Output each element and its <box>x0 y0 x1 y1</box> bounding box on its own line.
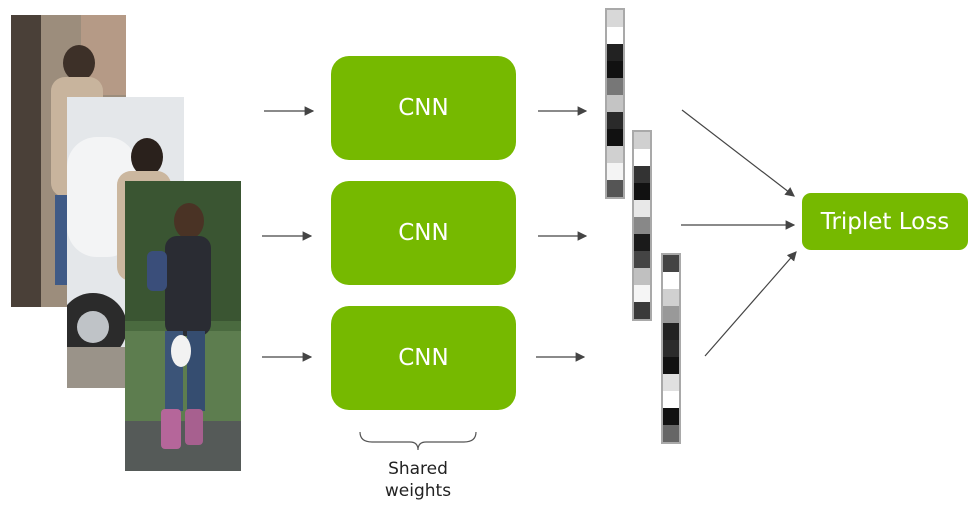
shared-weights-line-1: Shared <box>388 459 448 479</box>
embedding-cell <box>607 61 623 78</box>
embedding-cell <box>663 255 679 272</box>
embedding-cell <box>634 149 650 166</box>
shared-weights-line-2: weights <box>384 481 452 501</box>
triplet-loss-box: Triplet Loss <box>802 193 968 250</box>
embedding-cell <box>663 374 679 391</box>
embedding-cell <box>663 272 679 289</box>
cnn-block-2: CNN <box>331 181 516 285</box>
embedding-cell <box>663 306 679 323</box>
embedding-cell <box>634 166 650 183</box>
embedding-cell <box>607 10 623 27</box>
embedding-cell <box>607 129 623 146</box>
embedding-cell <box>634 234 650 251</box>
embedding-cell <box>634 217 650 234</box>
embedding-vector-2 <box>632 130 652 321</box>
embedding-cell <box>634 251 650 268</box>
embedding-cell <box>634 268 650 285</box>
embedding-cell <box>663 357 679 374</box>
embedding-cell <box>663 425 679 442</box>
embedding-cell <box>634 302 650 319</box>
embedding-cell <box>634 132 650 149</box>
embedding-cell <box>607 180 623 197</box>
embedding-cell <box>607 146 623 163</box>
embedding-cell <box>607 95 623 112</box>
embedding-cell <box>634 183 650 200</box>
embedding-cell <box>607 44 623 61</box>
embedding-vector-1 <box>605 8 625 199</box>
embedding-cell <box>663 289 679 306</box>
embedding-cell <box>607 112 623 129</box>
embedding-cell <box>663 391 679 408</box>
embedding-cell <box>607 78 623 95</box>
cnn-block-1: CNN <box>331 56 516 160</box>
embedding-cell <box>663 323 679 340</box>
arrow-to-loss-3 <box>704 251 797 357</box>
shared-weights-brace <box>359 431 477 451</box>
arrow-to-loss-1 <box>681 109 795 197</box>
embedding-cell <box>663 340 679 357</box>
cnn-block-3: CNN <box>331 306 516 410</box>
embedding-vector-3 <box>661 253 681 444</box>
embedding-cell <box>607 27 623 44</box>
embedding-cell <box>634 200 650 217</box>
embedding-cell <box>663 408 679 425</box>
embedding-cell <box>634 285 650 302</box>
input-photo-negative <box>125 181 241 471</box>
shared-weights-label: Shared weights <box>360 458 476 502</box>
embedding-cell <box>607 163 623 180</box>
